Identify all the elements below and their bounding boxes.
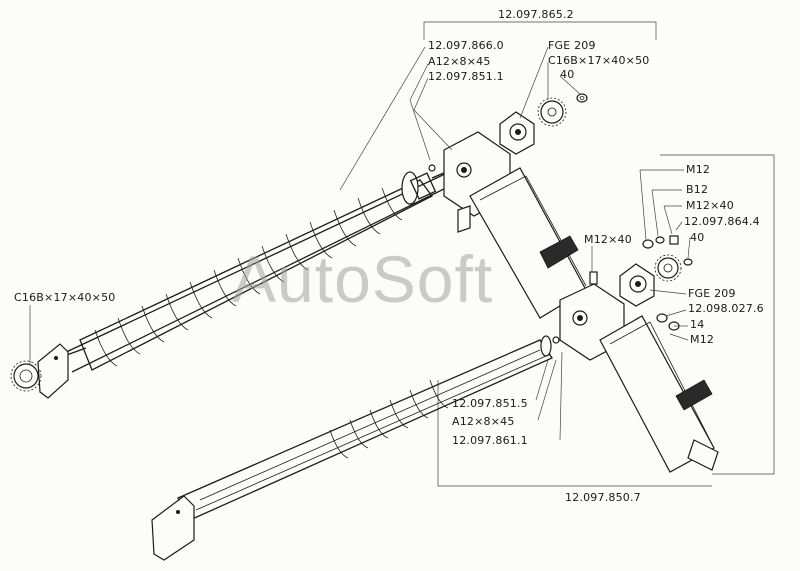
lower-spiral-rotor — [177, 335, 560, 521]
label-bolt-right: M12×40 — [686, 199, 734, 212]
label-part-027: 12.098.027.6 — [688, 302, 764, 315]
lower-left-bracket — [151, 495, 195, 561]
label-lower-rotor: 12.097.851.5 — [452, 397, 528, 410]
label-washer-14: 14 — [690, 318, 705, 331]
label-assembly-bottom: 12.097.850.7 — [565, 491, 641, 504]
label-sprocket-left: C16B×17×40×50 — [14, 291, 116, 304]
label-key-lower: A12×8×45 — [452, 415, 515, 428]
upper-spiral-rotor — [61, 164, 451, 373]
label-bushing-lower: 12.097.861.1 — [452, 434, 528, 447]
label-washer-b12: B12 — [686, 183, 709, 196]
label-bolt-mid: M12×40 — [584, 233, 632, 246]
lower-frame — [559, 283, 719, 473]
upper-sprocket — [537, 97, 567, 127]
label-nut-right: M12 — [686, 163, 711, 176]
label-upper-rotor: 12.097.866.0 — [428, 39, 504, 52]
bracket-bottom — [437, 380, 712, 487]
label-part-864: 12.097.864.4 — [684, 215, 760, 228]
label-bearing-right: FGE 209 — [688, 287, 736, 300]
left-bracket — [37, 343, 69, 399]
label-nut-lower: M12 — [690, 333, 715, 346]
bracket-top — [423, 21, 657, 40]
label-bushing-upper: 12.097.851.1 — [428, 70, 504, 83]
label-sprocket-upper: C16B×17×40×50 — [548, 54, 650, 67]
upper-washer — [576, 93, 588, 103]
label-bearing-upper: FGE 209 — [548, 39, 596, 52]
upper-frame — [443, 131, 587, 319]
right-bearing — [619, 263, 655, 307]
left-sprocket — [10, 360, 42, 392]
upper-bearing — [499, 111, 535, 155]
label-washer-upper: 40 — [560, 68, 575, 81]
bracket-right — [660, 154, 775, 475]
label-key-upper: A12×8×45 — [428, 55, 491, 68]
label-assembly-top: 12.097.865.2 — [498, 8, 574, 21]
watermark: AutoSoft — [232, 242, 494, 316]
leader-lines — [29, 46, 691, 441]
right-sprocket — [654, 254, 682, 282]
label-washer-right: 40 — [690, 231, 705, 244]
